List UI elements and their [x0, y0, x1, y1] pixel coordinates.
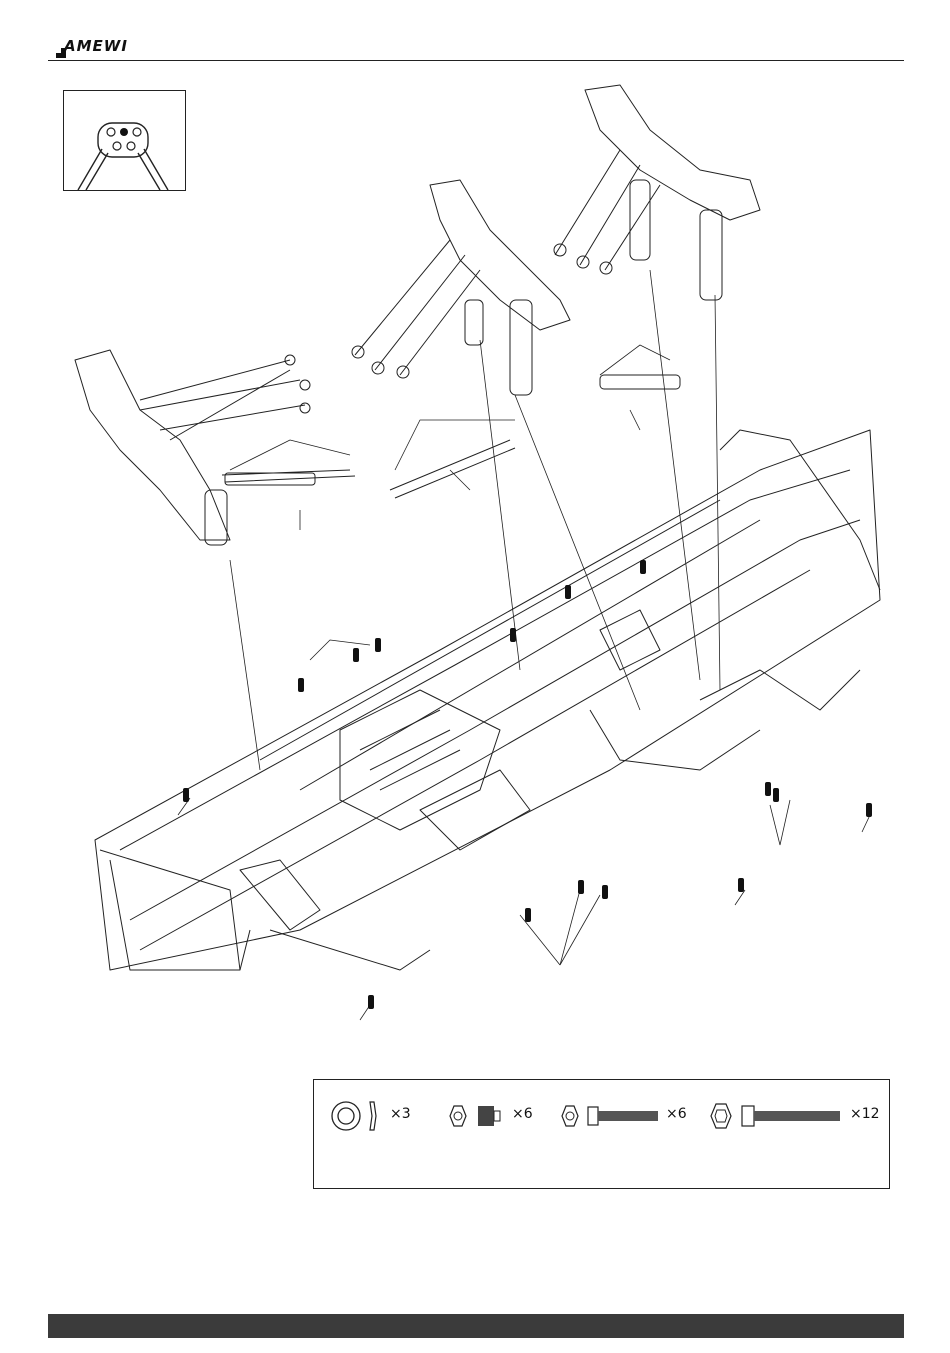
qty-set-screw-with-nut: ×6 [512, 1106, 533, 1122]
screw[interactable] [578, 880, 584, 894]
chassis-frame [95, 430, 880, 970]
brand-wordmark: AMEWI [64, 37, 128, 55]
qty-long-bolt-with-nut: ×12 [850, 1106, 880, 1122]
screw[interactable] [640, 560, 646, 574]
front-axle-assembly [75, 350, 355, 545]
short-bolt-with-nut-icon [554, 1098, 664, 1139]
screw[interactable] [602, 885, 608, 899]
set-screw-with-nut-icon [442, 1098, 512, 1139]
screw[interactable] [368, 995, 374, 1009]
screw[interactable] [353, 648, 359, 662]
rear-axle-assembly [554, 85, 760, 389]
footer-bar [48, 1314, 904, 1338]
screw[interactable] [565, 585, 571, 599]
qty-body-post-washer: ×3 [390, 1106, 411, 1122]
screw[interactable] [765, 782, 771, 796]
screw[interactable] [183, 788, 189, 802]
screw-markers[interactable] [183, 560, 872, 1009]
screw[interactable] [738, 878, 744, 892]
header-rule [48, 60, 904, 61]
page-header: AMEWI [0, 0, 950, 70]
screw[interactable] [525, 908, 531, 922]
long-bolt-with-nut-icon [704, 1098, 844, 1139]
body-post-washer-icon [330, 1098, 380, 1139]
screw[interactable] [375, 638, 381, 652]
leader-lines [178, 270, 870, 1020]
screw[interactable] [773, 788, 779, 802]
qty-short-bolt-with-nut: ×6 [666, 1106, 687, 1122]
screw[interactable] [510, 628, 516, 642]
parts-list-box: ×3 ×6 ×6 ×12 [313, 1079, 890, 1189]
screw[interactable] [298, 678, 304, 692]
screw[interactable] [866, 803, 872, 817]
exploded-chassis-drawing [0, 70, 950, 1050]
